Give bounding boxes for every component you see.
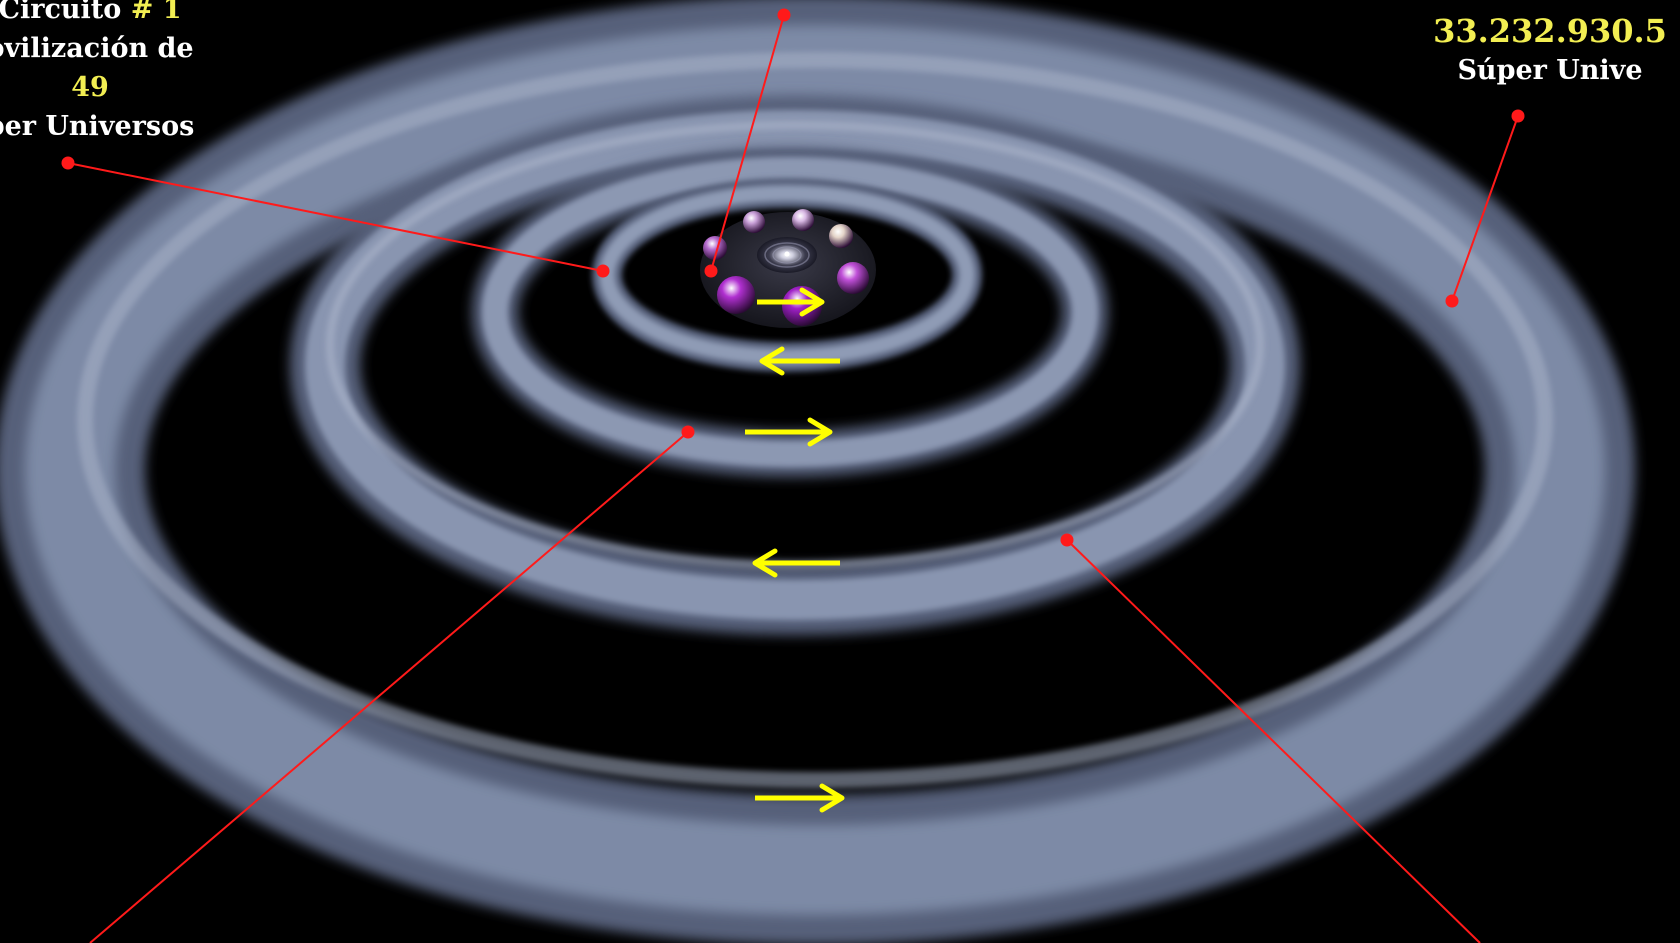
circuit-line-2: ovilización de: [0, 33, 194, 64]
arrow-ring-3: [752, 548, 840, 578]
pointer-line-ring-2: [89, 431, 689, 943]
sphere-2: [743, 211, 765, 233]
circuit-line-4: per Universos: [0, 111, 195, 142]
sphere-1: [703, 236, 727, 260]
circuit-number: # 1: [130, 0, 182, 25]
pointer-dot: [61, 156, 75, 170]
pointer-dot: [704, 264, 718, 278]
pointer-dots: [61, 8, 1525, 547]
ring-3: [290, 95, 1300, 635]
arrow-ring-1: [759, 346, 840, 376]
sphere-3: [792, 209, 814, 231]
circuit-title-prefix: Circuito: [0, 0, 131, 25]
pointer-lines: [67, 14, 1519, 943]
super-universe-diagram: [0, 0, 1635, 943]
sphere-5: [837, 262, 869, 294]
arrow-core: [757, 287, 825, 317]
pointer-line-core: [710, 14, 785, 272]
pointer-dot: [1060, 533, 1074, 547]
pointer-dot: [777, 8, 791, 22]
circuit-count: 49: [71, 72, 109, 103]
pointer-dot: [1445, 294, 1459, 308]
sphere-4: [829, 224, 853, 248]
ring-2: [472, 147, 1108, 477]
pointer-line-circuit-1: [67, 162, 604, 272]
circuit-label: Circuito # 1 ovilización de 49 per Unive…: [0, 0, 210, 146]
pointer-dot: [681, 425, 695, 439]
arrow-group: [745, 287, 845, 813]
arrow-ring-2: [745, 417, 833, 447]
circuit-title: Circuito # 1: [0, 0, 210, 29]
sphere-6: [717, 276, 755, 314]
total-caption: Súper Unive: [1457, 55, 1643, 86]
total-count: 33.232.930.5: [1433, 12, 1667, 50]
pointer-dot: [1511, 109, 1525, 123]
total-label: 33.232.930.5 Súper Unive: [1420, 12, 1680, 90]
ring-4: [0, 0, 1635, 943]
pointer-line-right: [1451, 115, 1519, 302]
arrow-ring-4: [755, 783, 845, 813]
pointer-line-ring-3: [1066, 539, 1481, 943]
pointer-dot: [596, 264, 610, 278]
